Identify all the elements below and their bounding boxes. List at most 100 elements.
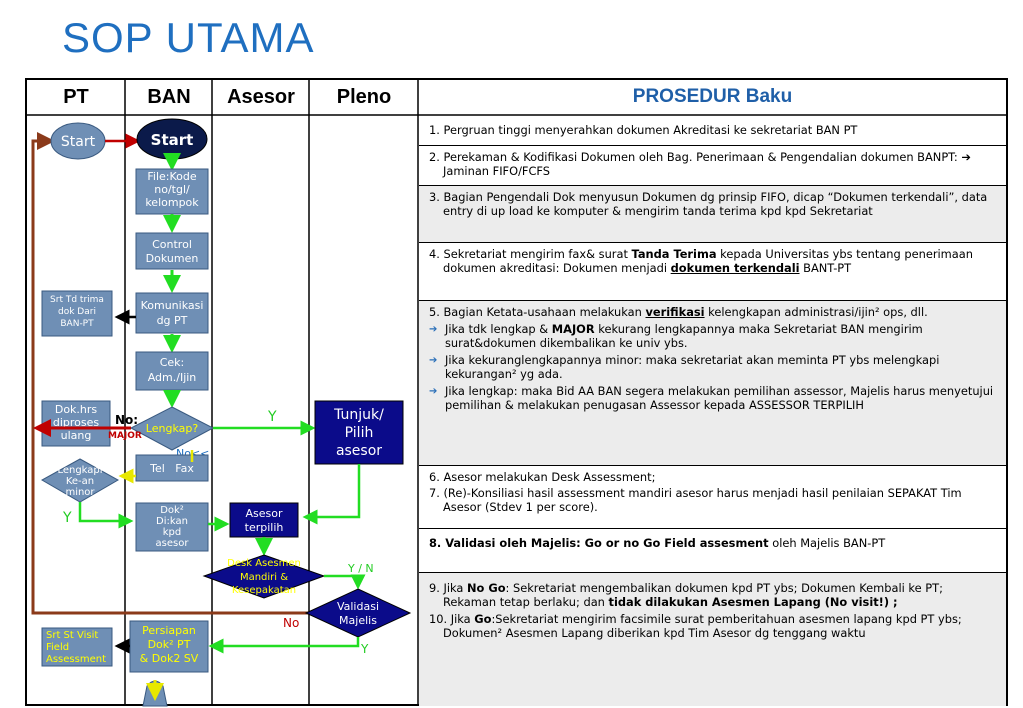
step-9-part-a: 9. Jika [429, 581, 468, 595]
prosedur-list: 1. Pergruan tinggi menyerahkan dokumen A… [419, 115, 1006, 706]
asesor-terpilih-box [229, 502, 299, 538]
persiapan-line-1: Persiapan [142, 624, 196, 637]
dok-kan-line-4: asesor [156, 538, 190, 549]
step-7-text: 7. (Re)-Konsiliasi hasil assessment mand… [429, 486, 962, 514]
no-label: No: [115, 413, 138, 427]
desk-line-1: Desk Asesmen [227, 558, 301, 569]
tel-fax-box [135, 454, 209, 482]
dok-hrs-diproses-box [41, 400, 111, 447]
arrow-bullet-icon: ➔ [429, 355, 438, 366]
srt-td-line-1: Srt Td trima [50, 295, 104, 305]
desk-asesmen-decision [202, 554, 326, 599]
step-10-part-c: :Sekretariat mengirim facsimile surat pe… [443, 612, 962, 640]
komunikasi-box [135, 292, 209, 334]
arrow-lengkapi-to-dok [78, 502, 134, 529]
tel-fax-label: Tel Fax [149, 462, 194, 475]
srt-visit-line-2: Field [46, 642, 69, 653]
arrow-desk-to-validasi [324, 574, 366, 590]
arrow-bullet-icon: ➔ [429, 386, 438, 397]
step-10-text: 10. Jika Go:Sekretariat mengirim facsimi… [429, 612, 996, 640]
lengkapi-line-3: minor [65, 487, 95, 498]
dok-dikan-box [135, 502, 209, 552]
column-header-ban: BAN [147, 85, 191, 108]
step-5-part-a: 5. Bagian Ketata-usahaan melakukan [429, 305, 646, 319]
dok-kan-line-2: Di:kan [156, 516, 188, 527]
major-label: MAJOR [108, 431, 142, 441]
step-8-part-b: oleh Majelis BAN-PT [768, 536, 886, 550]
dok-hrs-line-2: diproses [53, 416, 100, 429]
srt-visit-line-1: Srt St Visit [46, 630, 98, 641]
step-9-no-go: No Go [467, 581, 506, 595]
step-4-tanda-terima: Tanda Terima [631, 247, 717, 261]
desk-line-2: Mandiri & [240, 572, 288, 583]
persiapan-box [129, 620, 209, 673]
y-label-2: Y [62, 510, 72, 526]
step-3-text: 3. Bagian Pengendali Dok menyusun Dokume… [429, 190, 988, 218]
sub-1-major: MAJOR [551, 322, 595, 336]
prosedur-step-3: 3. Bagian Pengendali Dok menyusun Dokume… [419, 186, 1006, 243]
asesor-terpilih-line-2: terpilih [245, 521, 284, 534]
step-5-sub-3-text: Jika lengkap: maka Bid AA BAN segera mel… [445, 384, 994, 412]
step-4-part-a: 4. Sekretariat mengirim fax& surat [429, 247, 632, 261]
y-label-3: Y [360, 642, 369, 656]
step-1-text: 1. Pergruan tinggi menyerahkan dokumen A… [429, 123, 858, 137]
step-4-part-c: kepada Universitas ybs tentang penerimaa… [443, 247, 973, 275]
lengkapi-line-1: Lengkapi [57, 465, 102, 476]
sub-1-part-c: kekurang lengkapannya maka Sekretariat B… [445, 322, 923, 350]
dok-kan-line-3: kpd [163, 527, 182, 538]
column-header-asesor: Asesor [227, 85, 295, 108]
lengkap-label: Lengkap? [146, 422, 199, 435]
dok-hrs-line-3: ulang [61, 429, 92, 442]
step-8-bold: 8. Validasi oleh Majelis: Go or no Go Fi… [429, 536, 769, 550]
step-4-text: 4. Sekretariat mengirim fax& surat Tanda… [429, 247, 996, 275]
step-9-no-visit: tidak dilakukan Asesmen Lapang (No visit… [608, 595, 898, 609]
page-title: SOP UTAMA [62, 14, 315, 61]
step-5-sub-2: ➔ Jika kekuranglengkapannya minor: maka s… [429, 353, 996, 381]
tunjuk-line-2: Pilih [345, 425, 374, 441]
asesor-terpilih-line-1: Asesor [245, 507, 282, 520]
prosedur-step-6-7: 6. Asesor melakukan Desk Assessment; 7. … [419, 466, 1006, 529]
srt-td-line-2: dok Dari [58, 307, 96, 317]
file-kode-line-2: no/tgl/ [154, 183, 190, 196]
table-grid [26, 79, 1007, 706]
start-ban-label: Start [151, 131, 194, 149]
persiapan-line-2: Dok² PT [148, 638, 191, 651]
tunjuk-line-1: Tunjuk/ [333, 407, 384, 423]
tunjuk-asesor-box [314, 400, 404, 465]
arrow-tunjuk-to-asesor [302, 464, 361, 525]
validasi-line-2: Majelis [339, 614, 377, 627]
yn-label: Y / N [347, 562, 374, 575]
validasi-majelis-decision [304, 588, 412, 638]
prosedur-step-4: 4. Sekretariat mengirim fax& surat Tanda… [419, 243, 1006, 301]
dok-kan-line-1: Dok² [160, 505, 184, 516]
start-pt-label: Start [61, 134, 96, 150]
step-2-text: 2. Perekaman & Kodifikasi Dokumen oleh B… [429, 150, 971, 178]
dok-hrs-line-1: Dok.hrs [55, 403, 98, 416]
validasi-line-1: Validasi [337, 600, 379, 613]
step-5-sub-2-text: Jika kekuranglengkapannya minor: maka se… [445, 353, 940, 381]
step-4-dokumen-terkendali: dokumen terkendali [670, 261, 800, 275]
lengkap-decision [129, 406, 215, 451]
step-5-verifikasi: verifikasi [645, 305, 705, 319]
file-kode-line-1: File:Kode [147, 170, 196, 183]
prosedur-step-1: 1. Pergruan tinggi menyerahkan dokumen A… [419, 115, 1006, 146]
komunikasi-line-1: Komunikasi [141, 299, 204, 312]
lengkapi-line-2: Ke-an [66, 476, 94, 487]
tunjuk-line-3: asesor [336, 443, 382, 459]
srt-visit-box [41, 627, 113, 667]
step-5-sub-3: ➔ Jika lengkap: maka Bid AA BAN segera me… [429, 384, 996, 412]
column-header-pleno: Pleno [336, 85, 392, 108]
file-kode-line-3: kelompok [145, 196, 199, 209]
desk-line-3: Kesepakatan [232, 585, 296, 596]
column-header-prosedur: PROSEDUR Baku [632, 86, 793, 107]
sub-1-part-a: Jika tdk lengkap & [445, 322, 552, 336]
no-label-2: No [283, 616, 299, 630]
step-9-text: 9. Jika No Go: Sekretariat mengembalikan… [429, 581, 996, 609]
y-label-1: Y [267, 409, 277, 425]
arrow-validasi-to-persiapan [208, 637, 360, 654]
step-6-text: 6. Asesor melakukan Desk Assessment; [429, 470, 656, 484]
control-line-2: Dokumen [146, 252, 199, 265]
cek-line-2: Adm./Ijin [148, 371, 197, 384]
step-5-sub-1-text: Jika tdk lengkap & MAJOR kekurang lengka… [445, 322, 996, 350]
